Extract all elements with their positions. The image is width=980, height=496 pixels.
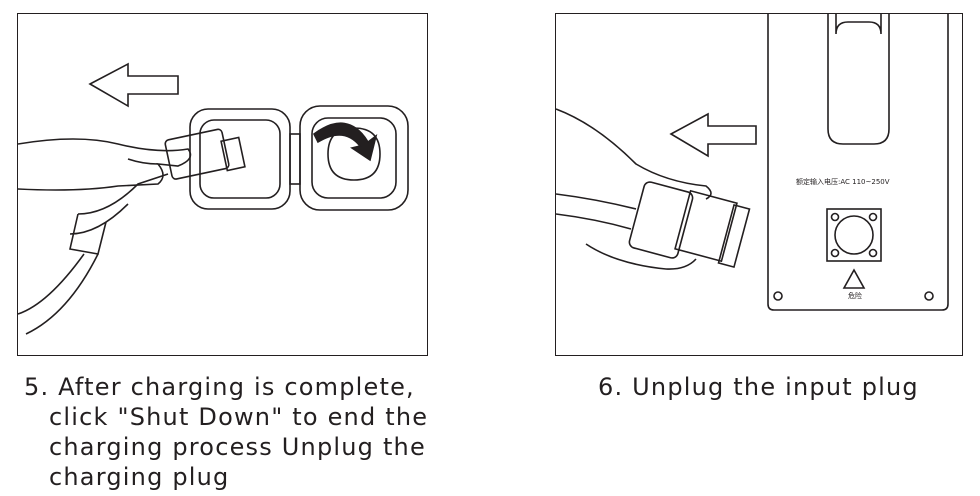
caption-text: Unplug the input plug — [632, 373, 919, 401]
hand — [18, 138, 192, 191]
charging-plug — [18, 128, 246, 335]
step-number: 5. — [24, 373, 50, 401]
rotation-arrow-icon — [312, 122, 378, 162]
charger-base-panel: 额定输入电压:AC 110~250V 危险 — [767, 14, 949, 311]
warning-label: 危险 — [848, 291, 862, 300]
left-arrow-icon — [669, 112, 757, 158]
rated-voltage-label: 额定输入电压:AC 110~250V — [796, 177, 890, 186]
caption-line: click "Shut Down" to end the — [49, 403, 429, 431]
input-plug — [556, 181, 751, 269]
left-arrow-icon — [88, 62, 179, 108]
step-number: 6. — [598, 373, 624, 401]
caption-line: After charging is complete, — [58, 373, 415, 401]
caption-line: charging process Unplug the — [49, 433, 426, 461]
step-5-illustration — [17, 13, 428, 356]
hand — [556, 108, 712, 270]
step-6-illustration: 额定输入电压:AC 110~250V 危险 — [555, 13, 963, 356]
caption-line: charging plug — [49, 463, 230, 491]
step-5-caption: 5. After charging is complete, click "Sh… — [24, 372, 464, 492]
warning-icon — [842, 268, 866, 289]
charging-port-flap — [189, 105, 409, 211]
step-6-caption: 6. Unplug the input plug — [598, 372, 919, 402]
